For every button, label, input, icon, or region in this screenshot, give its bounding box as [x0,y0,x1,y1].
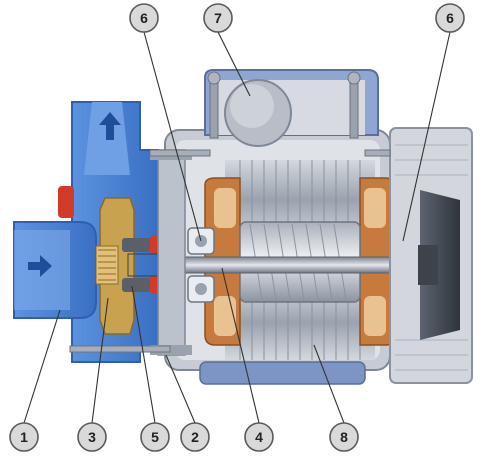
cooling-fan [389,127,473,384]
callout-label: 3 [88,429,96,445]
callout-6-rear-bearing: 6 [435,3,465,33]
impeller [95,197,135,335]
callout-label: 1 [20,429,28,445]
callout-6-front-bearing: 6 [129,3,159,33]
callout-7-terminal-box: 7 [203,3,233,33]
callout-label: 2 [191,429,199,445]
callout-label: 6 [446,10,454,26]
callout-5-mechanical-seal: 5 [140,422,170,452]
terminal-box [204,69,379,147]
callout-3-impeller: 3 [77,422,107,452]
outlet-flow-arrow [99,112,121,140]
tie-bolts [69,149,391,353]
callout-label: 4 [255,429,263,445]
callout-2-motor-bracket: 2 [180,422,210,452]
pump-body [13,101,159,363]
callout-4-rotor-shaft: 4 [244,422,274,452]
callout-8-stator: 8 [329,422,359,452]
callout-1-pump-body: 1 [9,422,39,452]
leader-lines [23,31,451,424]
callout-label: 5 [151,429,159,445]
callout-label: 7 [214,10,222,26]
callout-label: 8 [340,429,348,445]
inlet-flow-arrow [28,255,52,277]
callout-label: 6 [140,10,148,26]
